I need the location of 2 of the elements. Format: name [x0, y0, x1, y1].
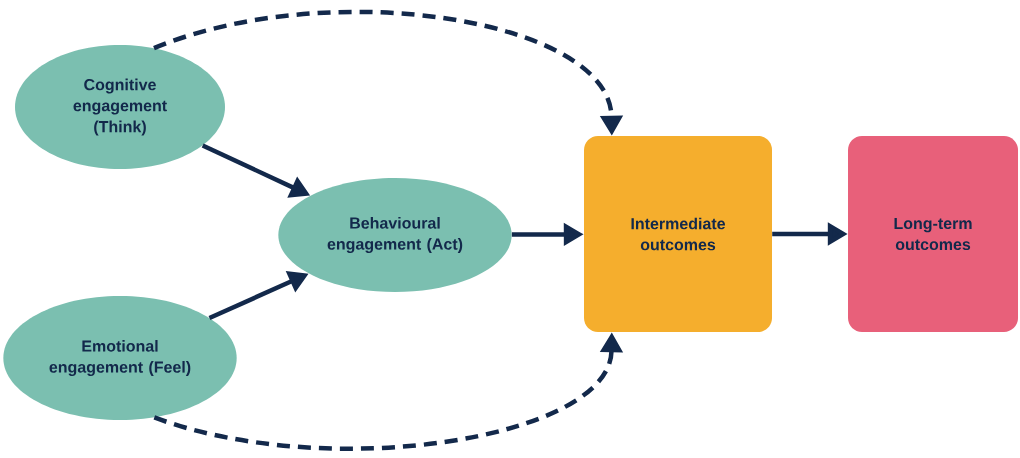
outcome-box: Intermediate outcomes	[584, 136, 772, 332]
outcome-box: Long-term outcomes	[848, 136, 1018, 332]
